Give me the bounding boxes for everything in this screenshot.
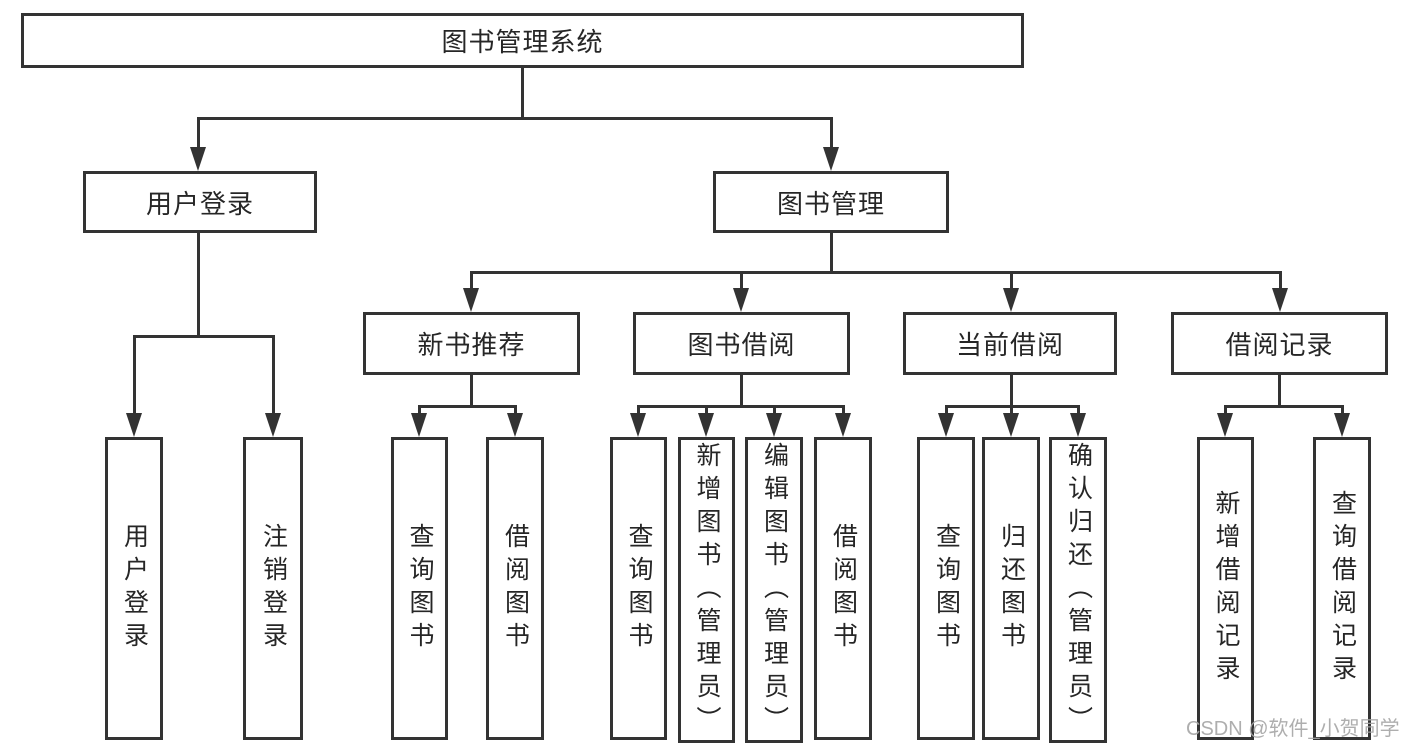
leaf-label: 新增图书（管理员） bbox=[693, 441, 721, 739]
arrow-down-icon bbox=[766, 413, 782, 437]
connector-line bbox=[1278, 272, 1282, 288]
connector-line bbox=[469, 272, 473, 288]
leaf-label: 用户登录 bbox=[120, 522, 149, 655]
connector-line bbox=[944, 406, 948, 413]
leaf-user-login: 用户登录 bbox=[105, 437, 163, 740]
arrow-down-icon bbox=[835, 413, 851, 437]
connector-line bbox=[1076, 406, 1080, 413]
connector-line bbox=[132, 336, 136, 413]
node-label: 当前借阅 bbox=[955, 330, 1064, 360]
connector-line bbox=[637, 404, 845, 408]
node-label: 借阅记录 bbox=[1225, 330, 1334, 360]
leaf-confirm-return-admin: 确认归还（管理员） bbox=[1049, 437, 1107, 743]
node-label: 图书管理系统 bbox=[441, 27, 604, 57]
leaf-borrow-books-1: 借阅图书 bbox=[486, 437, 544, 740]
connector-line bbox=[418, 406, 421, 413]
arrow-down-icon bbox=[1003, 288, 1019, 312]
leaf-query-books-3: 查询图书 bbox=[917, 437, 975, 740]
leaf-label: 借阅图书 bbox=[829, 522, 858, 655]
node-book-management: 图书管理 bbox=[713, 171, 949, 233]
arrow-down-icon bbox=[411, 413, 427, 437]
arrow-down-icon bbox=[1272, 288, 1288, 312]
leaf-label: 借阅图书 bbox=[501, 522, 530, 655]
connector-line bbox=[772, 406, 776, 413]
connector-line bbox=[740, 375, 743, 406]
arrow-down-icon bbox=[1070, 413, 1086, 437]
connector-line bbox=[829, 118, 833, 148]
connector-line bbox=[1009, 406, 1013, 413]
leaf-label: 注销登录 bbox=[259, 522, 288, 655]
leaf-label: 查询图书 bbox=[406, 522, 434, 655]
arrow-down-icon bbox=[463, 288, 479, 312]
node-label: 用户登录 bbox=[145, 188, 254, 219]
connector-line bbox=[470, 375, 473, 406]
leaf-label: 归还图书 bbox=[997, 522, 1026, 655]
arrow-down-icon bbox=[733, 288, 749, 312]
arrow-down-icon bbox=[1334, 413, 1350, 437]
arrow-down-icon bbox=[190, 147, 206, 171]
node-root-library-system: 图书管理系统 bbox=[21, 13, 1024, 68]
connector-line bbox=[469, 270, 1282, 274]
leaf-label: 查询借阅记录 bbox=[1328, 489, 1357, 688]
connector-line bbox=[705, 406, 708, 413]
connector-line bbox=[637, 406, 640, 413]
leaf-borrow-books-2: 借阅图书 bbox=[814, 437, 872, 740]
connector-line bbox=[1010, 272, 1013, 288]
leaf-add-borrow-record: 新增借阅记录 bbox=[1197, 437, 1254, 740]
leaf-logout: 注销登录 bbox=[243, 437, 303, 740]
connector-line bbox=[841, 406, 845, 413]
connector-line bbox=[520, 68, 524, 118]
leaf-edit-books-admin: 编辑图书（管理员） bbox=[745, 437, 803, 743]
arrow-down-icon bbox=[698, 413, 714, 437]
connector-line bbox=[196, 233, 200, 336]
arrow-down-icon bbox=[1217, 413, 1233, 437]
node-current-borrowing: 当前借阅 bbox=[903, 312, 1117, 375]
leaf-label: 编辑图书（管理员） bbox=[760, 441, 789, 739]
leaf-label: 查询图书 bbox=[625, 522, 653, 655]
node-borrowing-records: 借阅记录 bbox=[1171, 312, 1388, 375]
arrow-down-icon bbox=[938, 413, 954, 437]
watermark: CSDN @软件_小贺同学 bbox=[1186, 718, 1400, 740]
connector-line bbox=[1224, 404, 1344, 408]
connector-line bbox=[196, 116, 833, 120]
leaf-return-books: 归还图书 bbox=[982, 437, 1040, 740]
leaf-query-books-2: 查询图书 bbox=[610, 437, 667, 740]
connector-line bbox=[829, 233, 833, 272]
arrow-down-icon bbox=[126, 413, 142, 437]
node-label: 图书借阅 bbox=[687, 330, 796, 360]
arrow-down-icon bbox=[823, 147, 839, 171]
leaf-label: 确认归还（管理员） bbox=[1064, 441, 1093, 739]
connector-line bbox=[1224, 406, 1227, 413]
connector-line bbox=[271, 336, 275, 413]
connector-line bbox=[740, 272, 743, 288]
leaf-query-books-1: 查询图书 bbox=[391, 437, 448, 740]
arrow-down-icon bbox=[1003, 413, 1019, 437]
connector-line bbox=[1278, 375, 1281, 406]
connector-line bbox=[513, 406, 517, 413]
connector-line bbox=[418, 404, 517, 408]
connector-line bbox=[1340, 406, 1344, 413]
connector-line bbox=[196, 118, 200, 148]
connector-line bbox=[1010, 375, 1013, 406]
node-user-login: 用户登录 bbox=[83, 171, 317, 233]
leaf-label: 新增借阅记录 bbox=[1212, 489, 1240, 688]
connector-line bbox=[132, 334, 275, 338]
leaf-add-books-admin: 新增图书（管理员） bbox=[678, 437, 735, 743]
node-book-borrowing: 图书借阅 bbox=[633, 312, 850, 375]
arrow-down-icon bbox=[507, 413, 523, 437]
arrow-down-icon bbox=[630, 413, 646, 437]
node-label: 图书管理 bbox=[776, 188, 885, 219]
node-label: 新书推荐 bbox=[417, 330, 526, 360]
arrow-down-icon bbox=[265, 413, 281, 437]
node-new-book-recommend: 新书推荐 bbox=[363, 312, 580, 375]
leaf-query-borrow-record: 查询借阅记录 bbox=[1313, 437, 1371, 740]
leaf-label: 查询图书 bbox=[932, 522, 961, 655]
